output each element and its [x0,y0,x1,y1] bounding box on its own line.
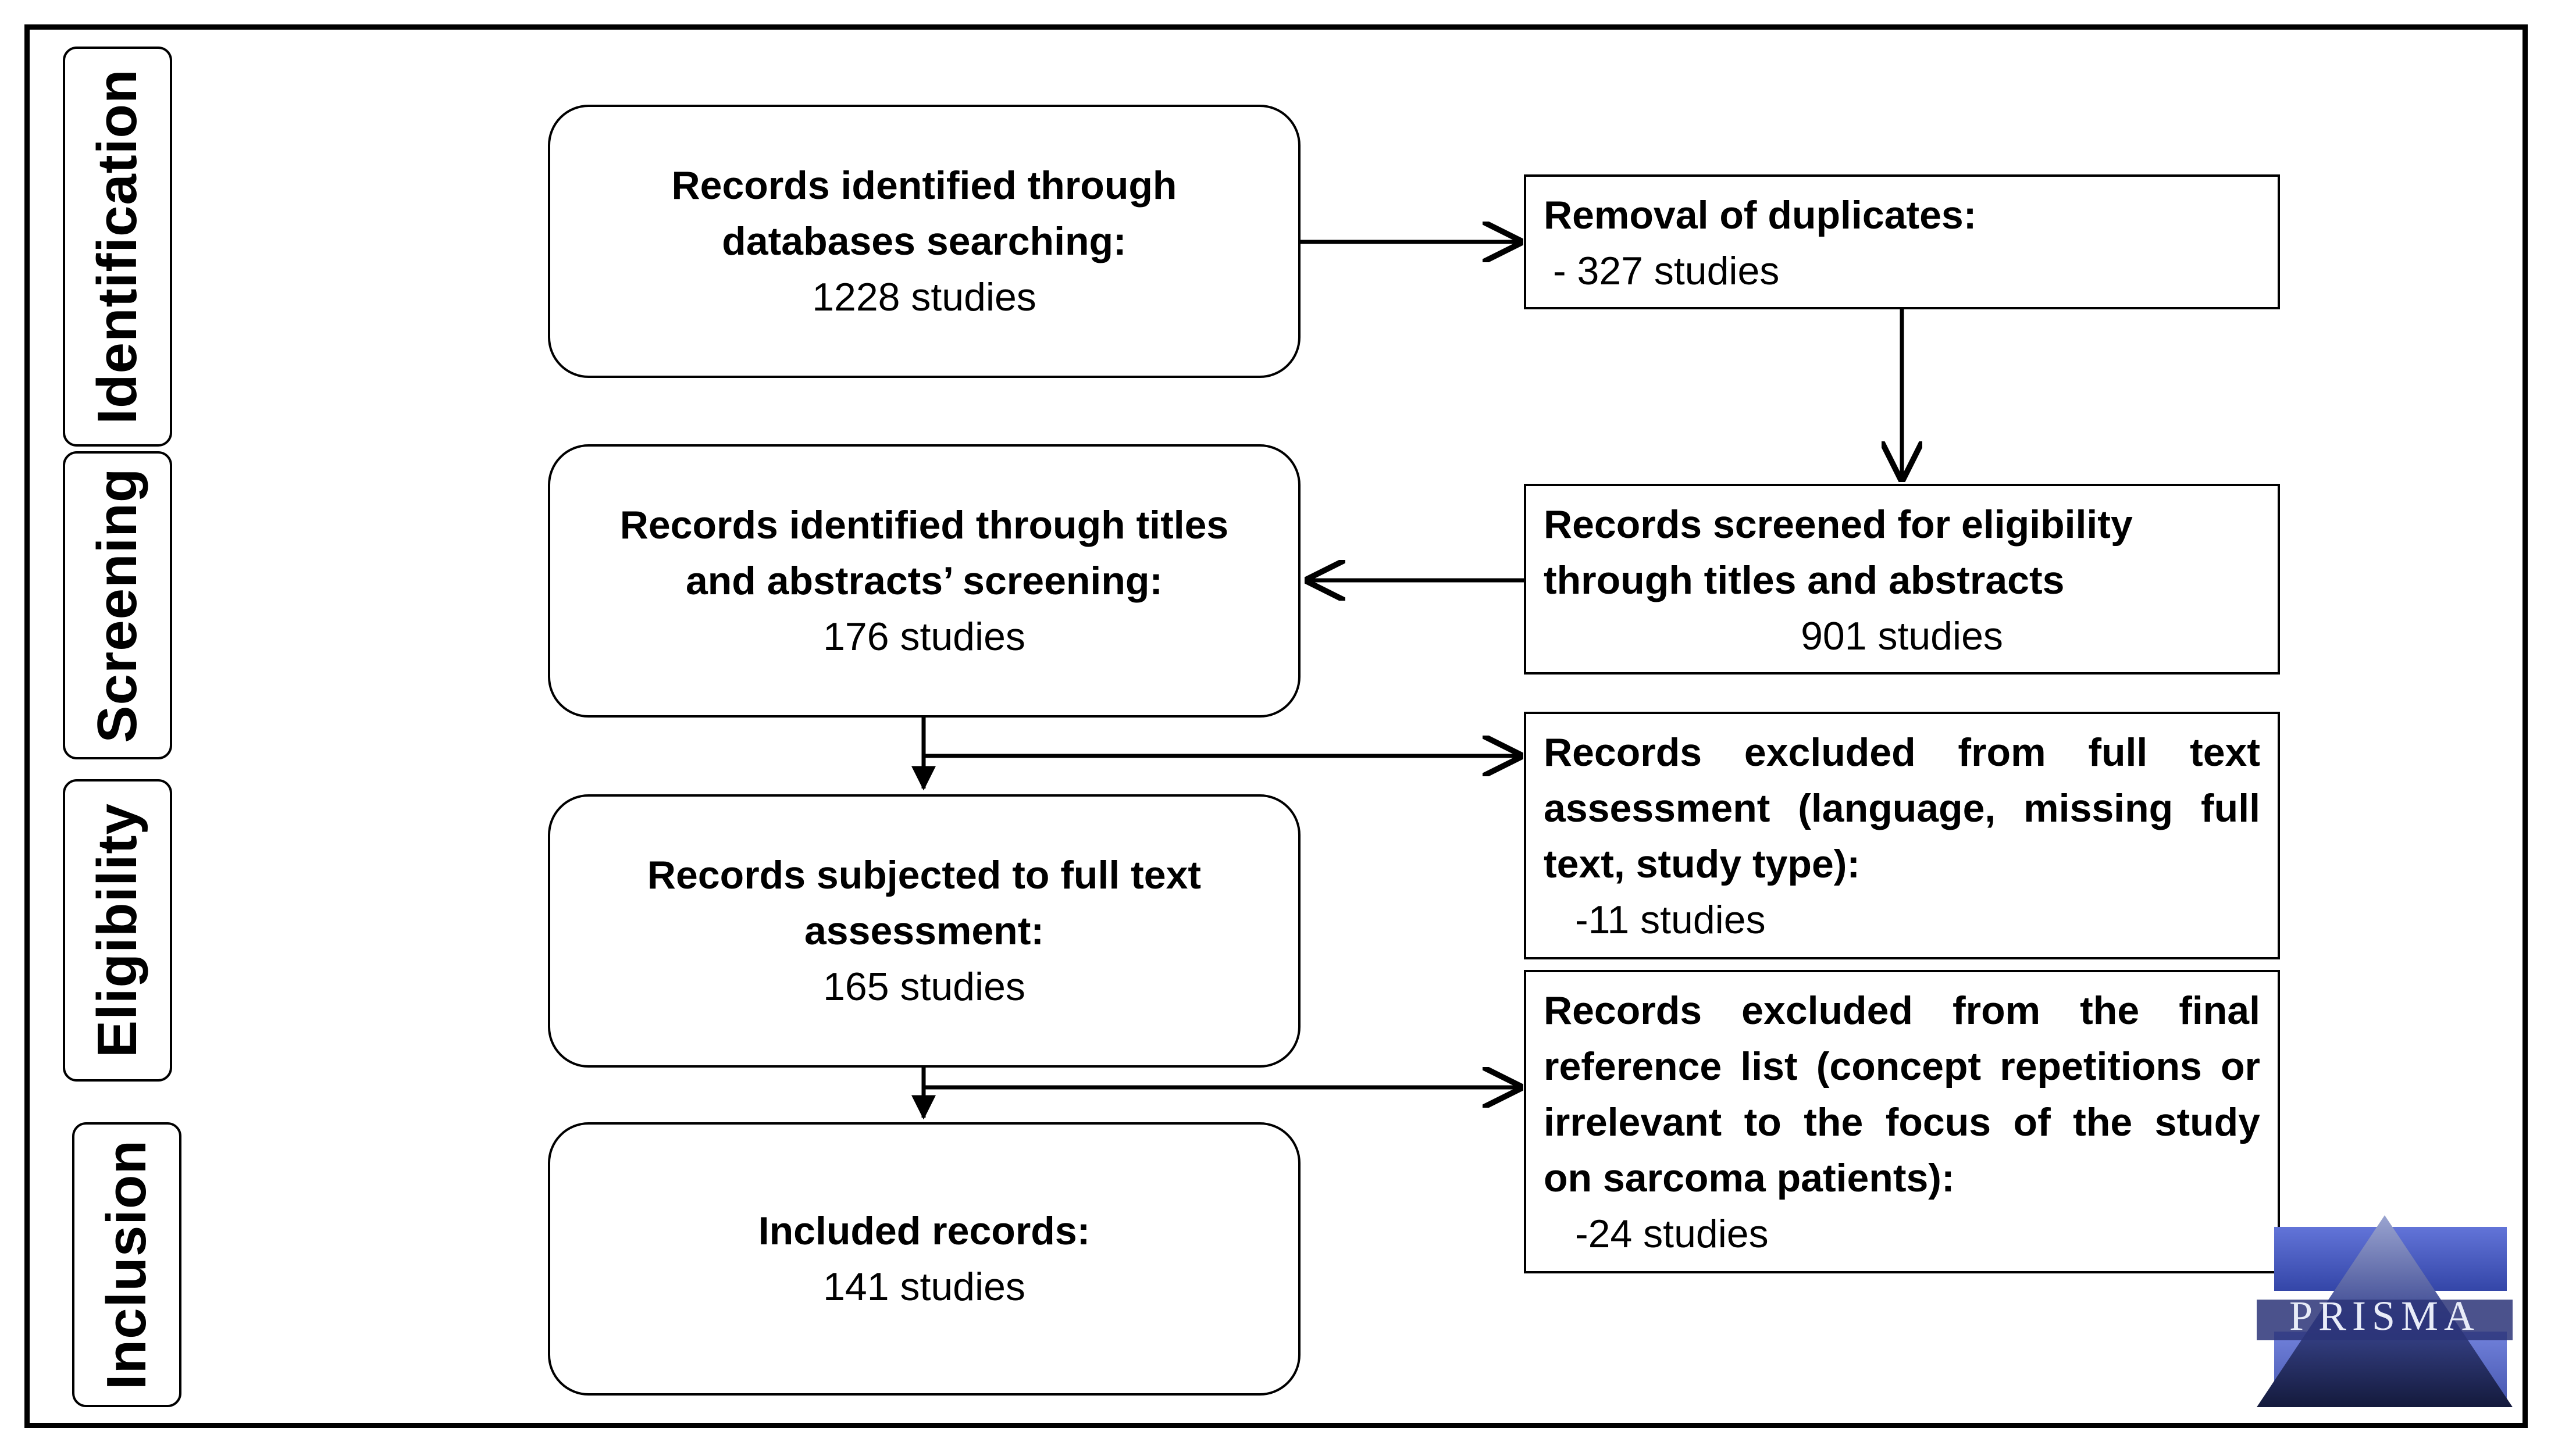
box-records-screened: Records screened for eligibility through… [1524,484,2280,675]
phase-eligibility: Eligibility [63,779,172,1082]
box-included-title: Included records: [758,1209,1091,1253]
box-excluded-final-count: -24 studies [1575,1212,1769,1256]
phase-identification: Identification [63,47,172,447]
box-records-identified: Records identified through databases sea… [548,105,1301,378]
box-excluded-final-list: Records excluded from the final referenc… [1524,970,2280,1273]
box-titles-abstracts-screening: Records identified through titles and ab… [548,444,1301,718]
box-screened-line2: through titles and abstracts [1544,558,2065,602]
box-duplicates-count: - 327 studies [1553,249,1780,293]
box-records-identified-count: 1228 studies [812,275,1036,319]
box-titles-abstracts-line1: Records identified through titles [619,503,1229,547]
box-full-text-count: 165 studies [823,965,1025,1009]
box-excluded-fulltext-line3: text, study type): [1544,842,1861,886]
diagram-frame [24,24,2528,1428]
box-records-identified-line2: databases searching: [722,219,1127,263]
box-excluded-final-line3: irrelevant to the focus of the study [1544,1100,2260,1144]
box-included-count: 141 studies [823,1265,1025,1309]
box-excluded-final-line4: on sarcoma patients): [1544,1156,1955,1200]
phase-inclusion: Inclusion [72,1122,181,1407]
box-excluded-fulltext-line1: Records excluded from full text [1544,730,2260,775]
box-full-text-line1: Records subjected to full text [647,853,1202,897]
prisma-logo-text: PRISMA [2289,1293,2481,1339]
box-screened-count: 901 studies [1801,614,2003,658]
box-full-text-line2: assessment: [804,909,1045,953]
box-screened-line1: Records screened for eligibility [1544,502,2133,547]
box-excluded-fulltext-count: -11 studies [1575,898,1766,942]
box-removal-duplicates: Removal of duplicates: - 327 studies [1524,174,2280,309]
prisma-logo [2257,1215,2513,1407]
box-full-text-assessment: Records subjected to full text assessmen… [548,794,1301,1068]
box-included-records: Included records: 141 studies [548,1122,1301,1396]
box-excluded-final-line2: reference list (concept repetitions or [1544,1044,2260,1089]
phase-screening: Screening [63,451,172,759]
box-duplicates-title: Removal of duplicates: [1544,193,1977,237]
box-excluded-final-line1: Records excluded from the final [1544,988,2260,1033]
box-excluded-fulltext-line2: assessment (language, missing full [1544,786,2260,830]
box-titles-abstracts-line2: and abstracts’ screening: [685,559,1163,603]
box-excluded-full-text: Records excluded from full text assessme… [1524,712,2280,959]
box-titles-abstracts-count: 176 studies [823,615,1025,659]
box-records-identified-line1: Records identified through [671,163,1177,208]
